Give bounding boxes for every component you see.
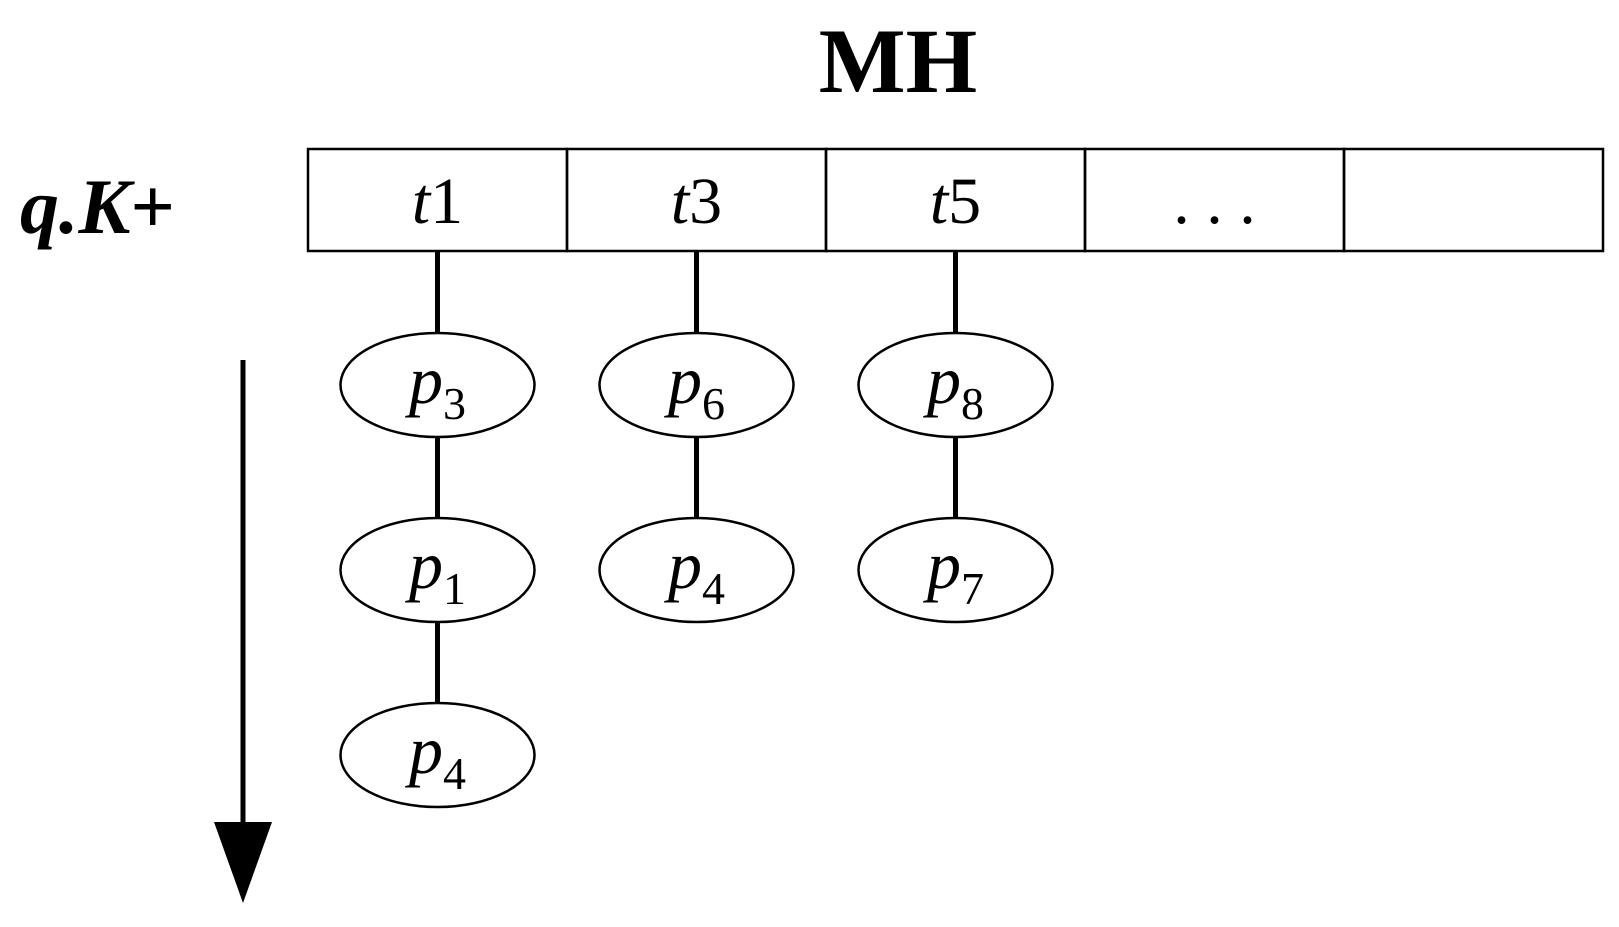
node-label: p8 bbox=[923, 342, 984, 429]
node-label: p6 bbox=[664, 342, 725, 429]
cell-label-num: 3 bbox=[689, 165, 722, 238]
row-label-dot: . bbox=[59, 163, 79, 250]
array-cell-label: . . . bbox=[1173, 165, 1256, 238]
array-cell-label: t1 bbox=[412, 165, 463, 238]
node-label-base: p bbox=[405, 342, 443, 418]
node-label: p1 bbox=[405, 527, 466, 614]
list-node bbox=[598, 516, 795, 624]
cell-label-var: t bbox=[412, 165, 432, 238]
node-label-base: p bbox=[405, 527, 443, 603]
cell-label-num: . . . bbox=[1173, 165, 1256, 238]
node-label-base: p bbox=[923, 527, 961, 603]
row-label: q.K+ bbox=[20, 163, 175, 250]
node-label: p4 bbox=[664, 527, 725, 614]
row-label-q: q bbox=[20, 163, 59, 250]
node-label: p3 bbox=[405, 342, 466, 429]
node-label-base: p bbox=[923, 342, 961, 418]
list-node bbox=[339, 701, 536, 809]
node-label-sub: 6 bbox=[702, 378, 725, 429]
node-label-sub: 4 bbox=[702, 563, 725, 614]
cell-label-num: 1 bbox=[430, 165, 463, 238]
cell-label-var: t bbox=[671, 165, 691, 238]
cell-label-var: t bbox=[930, 165, 950, 238]
node-label-sub: 1 bbox=[443, 563, 466, 614]
diagram-title: MH bbox=[819, 10, 977, 112]
node-label-base: p bbox=[664, 342, 702, 418]
cell-label-num: 5 bbox=[948, 165, 981, 238]
node-label-sub: 7 bbox=[961, 563, 984, 614]
list-node bbox=[857, 516, 1054, 624]
arrow-head bbox=[214, 822, 272, 903]
array-cell-label: t5 bbox=[930, 165, 981, 238]
node-label-base: p bbox=[405, 712, 443, 788]
node-label-sub: 4 bbox=[443, 748, 466, 799]
node-label: p7 bbox=[923, 527, 984, 614]
array-cell bbox=[1342, 147, 1605, 253]
down-arrow-icon bbox=[214, 360, 272, 903]
node-label-sub: 8 bbox=[961, 378, 984, 429]
array-cell-label: t3 bbox=[671, 165, 722, 238]
node-label: p4 bbox=[405, 712, 466, 799]
node-label-sub: 3 bbox=[443, 378, 466, 429]
row-label-k: K bbox=[78, 163, 136, 250]
row-label-plus: + bbox=[131, 163, 175, 250]
node-label-base: p bbox=[664, 527, 702, 603]
